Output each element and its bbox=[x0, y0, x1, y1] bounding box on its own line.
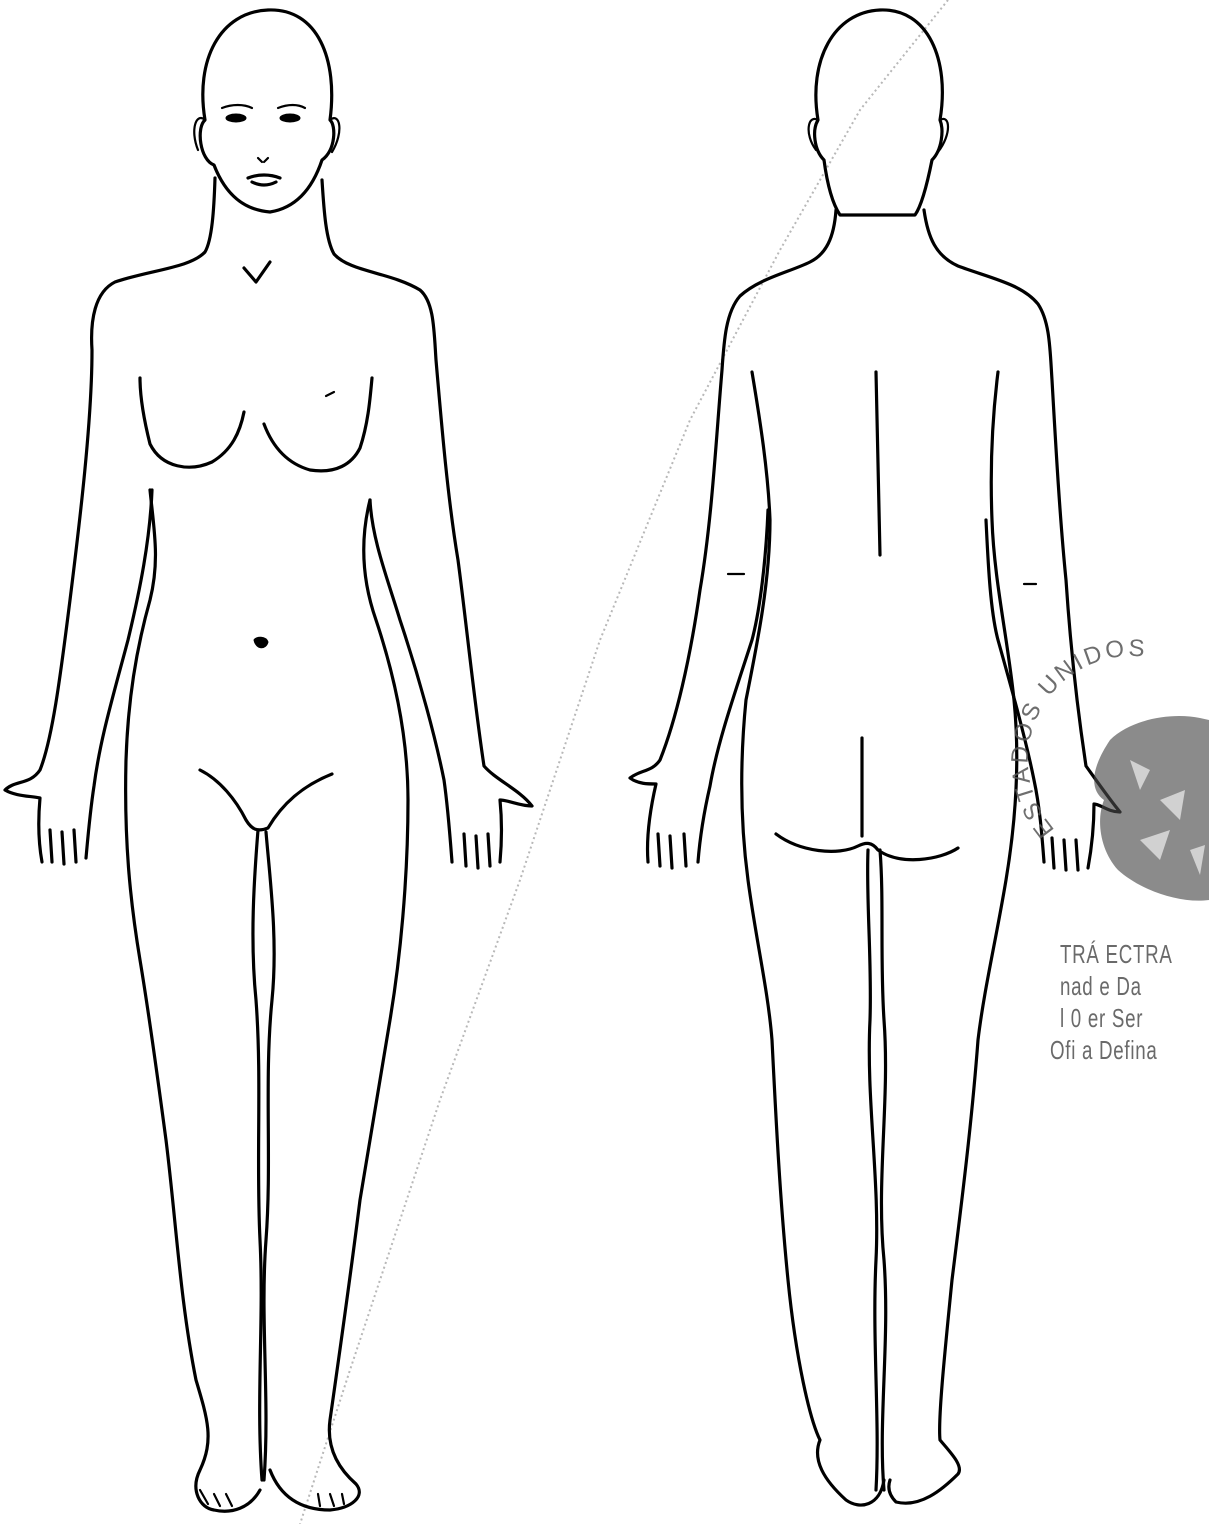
back-body-outline-left bbox=[630, 210, 836, 868]
stamp-line-1: TRÁ ECTRA bbox=[1060, 940, 1173, 968]
front-inner-leg-left bbox=[253, 830, 262, 1480]
front-torso-left bbox=[126, 490, 260, 1511]
stamp-line-3: l 0 er Ser bbox=[1060, 1004, 1143, 1032]
back-inner-leg-right bbox=[880, 850, 886, 1490]
front-body-outline-right bbox=[322, 180, 532, 868]
back-spine bbox=[876, 372, 880, 555]
front-right-eye bbox=[280, 114, 300, 122]
front-mouth bbox=[248, 175, 280, 185]
front-head bbox=[200, 10, 334, 212]
stamp-line-4: Ofi a Defina bbox=[1050, 1036, 1157, 1064]
scan-artifact-line bbox=[300, 0, 948, 1524]
front-groin bbox=[200, 770, 332, 830]
front-nose bbox=[258, 158, 268, 162]
front-left-toes bbox=[200, 1490, 232, 1506]
front-body-outline-left bbox=[5, 178, 215, 864]
front-navel bbox=[254, 637, 268, 648]
front-clavicle bbox=[244, 262, 270, 282]
seal-eagle-emblem bbox=[1094, 716, 1209, 901]
front-inner-leg-right bbox=[264, 832, 274, 1480]
back-torso-left bbox=[742, 372, 884, 1505]
back-inner-leg-left bbox=[868, 850, 878, 1490]
front-chest-mark bbox=[326, 392, 334, 396]
front-chest-right bbox=[264, 378, 372, 471]
back-head bbox=[815, 10, 943, 215]
stamp-line-2: nad e Da bbox=[1060, 972, 1142, 1000]
front-left-eye bbox=[226, 114, 246, 122]
back-torso-right bbox=[889, 372, 1017, 1503]
front-torso-right bbox=[270, 500, 408, 1510]
official-seal-stamp: ESTADOS UNIDOS bbox=[1007, 635, 1209, 901]
front-chest-left bbox=[140, 378, 244, 467]
front-right-toes bbox=[318, 1494, 344, 1506]
front-right-brow bbox=[278, 105, 305, 108]
front-left-brow bbox=[222, 105, 252, 108]
back-view-figure bbox=[630, 10, 1120, 1505]
front-view-figure bbox=[5, 10, 532, 1511]
